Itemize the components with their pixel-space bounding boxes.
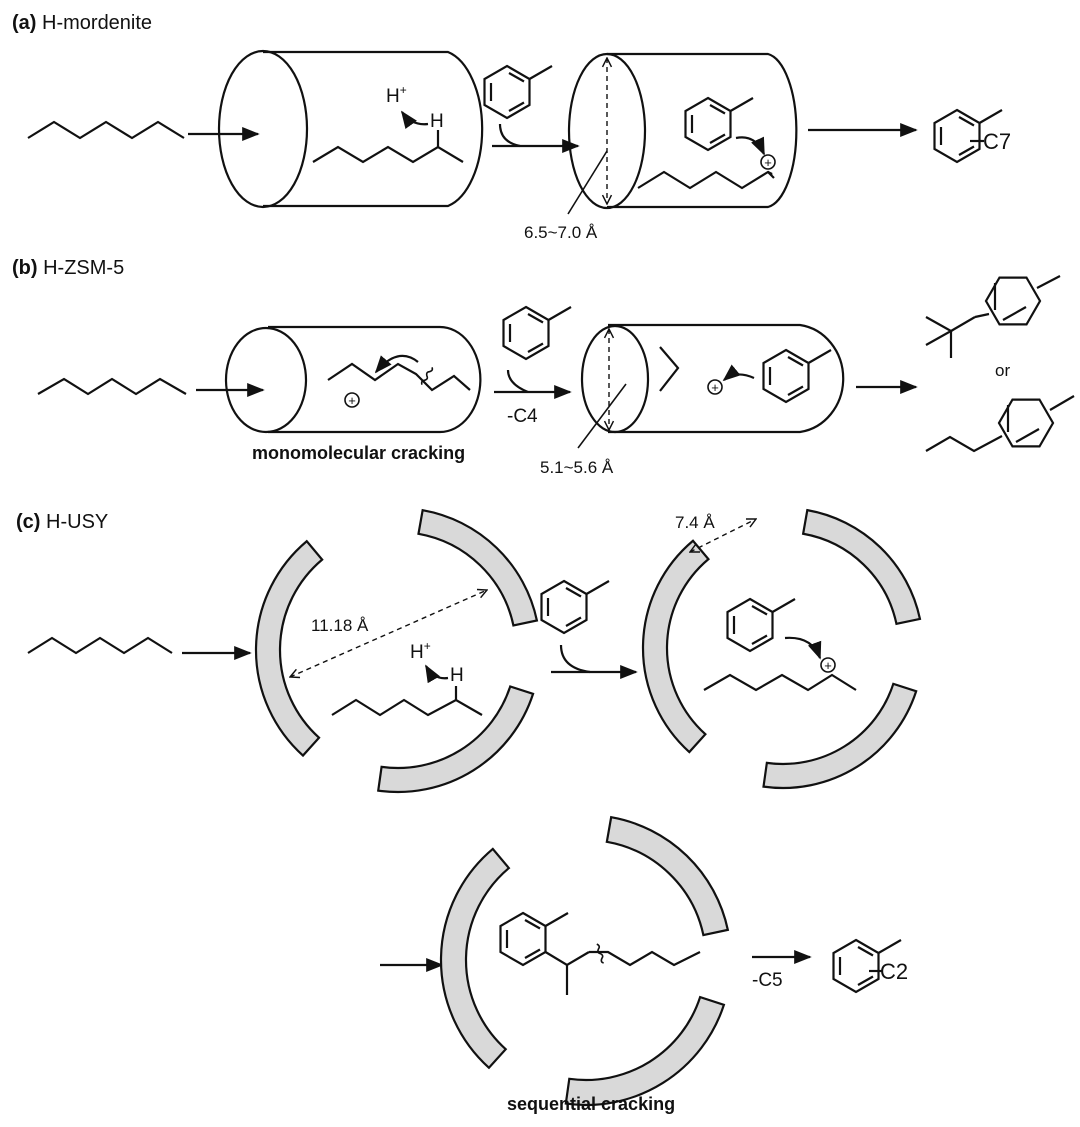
framework-fragment (439, 847, 511, 1070)
toluene-entry-curve (498, 123, 521, 148)
toluene-entry-curve (559, 644, 591, 674)
pore-size-label: 6.5~7.0 Å (524, 223, 598, 242)
loss-c4-label: -C4 (507, 406, 538, 427)
alkylation-arrow (784, 636, 822, 660)
carbocation-symbol (344, 392, 360, 408)
cracking-intermediate-alkyltoluene (499, 911, 701, 995)
alkylation-arrow (735, 136, 766, 156)
pore-size-label: 5.1~5.6 Å (540, 458, 614, 477)
heptane-reactant (27, 636, 173, 655)
bond-cleavage-wavy (420, 366, 434, 385)
product-substituent-c7: C7 (983, 129, 1011, 154)
heptane-reactant (27, 120, 185, 140)
monomolecular-cracking-label: monomolecular cracking (252, 443, 465, 463)
cation-sign: + (348, 393, 356, 408)
framework-fragment (254, 539, 324, 758)
toluene-reactant (502, 305, 573, 361)
product-p-cymene (925, 275, 1061, 358)
framework-fragment (762, 682, 918, 790)
cracking-intermediate (327, 362, 471, 392)
toluene-reactant (483, 64, 554, 120)
window-size-line (690, 519, 756, 552)
panel-a: (a) H-mordenite H+ H 6.5~7.0 Å + (12, 12, 1011, 242)
carbocation-symbol (760, 154, 776, 170)
panel-c-title: (c) H-USY (16, 511, 108, 533)
heptane-in-pore (312, 145, 464, 164)
cation-sign: + (711, 380, 719, 395)
h-atom-label: H (430, 111, 444, 132)
panel-b-title: (b) H-ZSM-5 (12, 257, 124, 279)
framework-fragment (417, 508, 539, 627)
usy-supercage-3 (439, 815, 730, 1107)
heptyl-cation (703, 673, 857, 692)
beta-scission-arrow (374, 354, 419, 374)
framework-fragment (605, 815, 730, 937)
toluene-reactant (540, 579, 611, 635)
framework-fragment (376, 685, 535, 794)
alkylation-arrow (722, 364, 755, 382)
toluene-in-pore (684, 96, 755, 152)
propyl-cation (659, 346, 680, 392)
usy-supercage-2 (641, 508, 922, 790)
carbocation-symbol (707, 379, 723, 395)
framework-fragment (641, 539, 710, 754)
mordenite-channel-1 (217, 49, 484, 209)
toluene-in-pore (762, 348, 833, 404)
heptyl-cation (637, 170, 775, 190)
proton-label: H+ (410, 639, 431, 663)
heptane-in-cage (331, 698, 483, 717)
window-size-label: 7.4 Å (675, 513, 715, 532)
product-p-propyltoluene (925, 395, 1075, 453)
cation-sign: + (764, 155, 772, 170)
or-label: or (995, 361, 1010, 380)
usy-supercage-1 (254, 508, 539, 794)
sequential-cracking-label: sequential cracking (507, 1094, 675, 1114)
toluene-entry-curve (506, 369, 529, 394)
panel-a-title: (a) H-mordenite (12, 12, 152, 34)
panel-b: (b) H-ZSM-5 + monomolecular cracking -C4… (12, 257, 1075, 477)
framework-fragment (801, 508, 922, 626)
cation-sign: + (824, 658, 832, 673)
zsm5-channel-1 (224, 325, 482, 434)
product-substituent-c2: C2 (880, 959, 908, 984)
toluene-in-cage (726, 597, 797, 653)
h-atom-label: H (450, 665, 464, 686)
proton-label: H+ (386, 83, 407, 107)
heptane-reactant (37, 377, 187, 396)
hydride-transfer-arrow (400, 110, 429, 129)
hydride-transfer-arrow (425, 664, 449, 684)
mordenite-channel-2 (567, 52, 798, 215)
carbocation-symbol (820, 657, 836, 673)
loss-c5-label: -C5 (752, 970, 783, 991)
panel-c: (c) H-USY 11.18 Å H+ H 7.4 Å + (16, 508, 922, 1114)
framework-fragment (564, 995, 726, 1107)
zsm5-channel-2 (577, 323, 845, 449)
cage-size-label: 11.18 Å (311, 616, 369, 635)
